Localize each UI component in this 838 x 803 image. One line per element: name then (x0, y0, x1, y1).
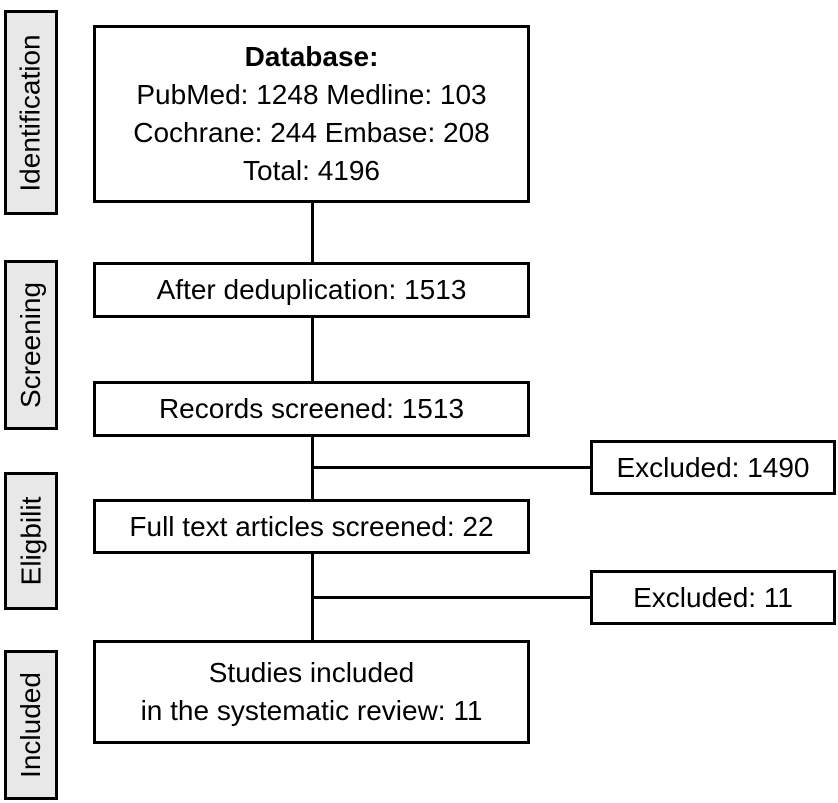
after-deduplication-box: After deduplication: 1513 (93, 262, 530, 318)
excluded-records-box: Excluded: 1490 (590, 440, 836, 495)
connector-dedup-to-screened (311, 318, 314, 381)
branch-to-excluded-fulltext (313, 596, 590, 599)
database-box: Database: PubMed: 1248 Medline: 103 Coch… (93, 25, 530, 203)
stage-eligibility: Eligbilit (4, 472, 58, 610)
stage-included-label: Included (15, 672, 46, 778)
stage-screening: Screening (4, 260, 58, 430)
connector-fulltext-to-included (311, 554, 314, 640)
stage-included: Included (4, 650, 58, 800)
excluded-fulltext-box: Excluded: 11 (590, 570, 836, 625)
excluded-fulltext-label: Excluded: 11 (633, 581, 793, 613)
stage-identification-label: Identification (15, 33, 46, 192)
studies-included-line-1: Studies included (208, 657, 415, 688)
full-text-screened-box: Full text articles screened: 22 (93, 499, 530, 554)
stage-eligibility-label: Eligbilit (15, 496, 47, 586)
database-line-total: Total: 4196 (243, 155, 380, 186)
studies-included-box: Studies included in the systematic revie… (93, 640, 530, 744)
branch-to-excluded-records (313, 466, 590, 469)
connector-database-to-dedup (311, 203, 314, 262)
records-screened-box: Records screened: 1513 (93, 381, 530, 437)
after-deduplication-label: After deduplication: 1513 (156, 274, 467, 305)
connector-screened-to-fulltext (311, 437, 314, 499)
database-line-pubmed-medline: PubMed: 1248 Medline: 103 (136, 79, 487, 110)
database-line-cochrane-embase: Cochrane: 244 Embase: 208 (133, 117, 490, 148)
studies-included-line-2: in the systematic review: 11 (140, 695, 483, 726)
excluded-records-label: Excluded: 1490 (616, 451, 810, 483)
records-screened-label: Records screened: 1513 (158, 393, 465, 424)
database-heading: Database: (244, 41, 379, 72)
stage-screening-label: Screening (15, 281, 46, 409)
stage-identification: Identification (4, 10, 58, 215)
full-text-screened-label: Full text articles screened: 22 (129, 510, 494, 542)
